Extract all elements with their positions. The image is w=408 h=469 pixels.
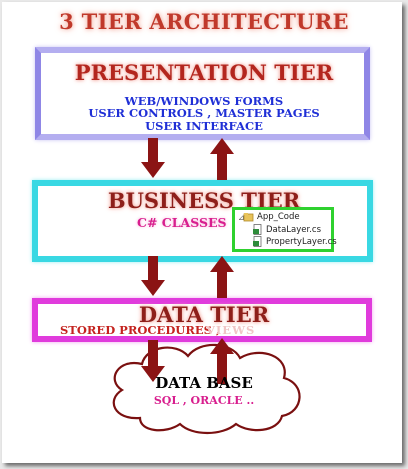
presentation-line-controls: USER CONTROLS , MASTER PAGES — [88, 106, 320, 120]
up-arrow-icon — [210, 138, 234, 180]
up-arrow-icon — [210, 256, 234, 298]
business-tier-subtitle: C# CLASSES — [137, 215, 227, 230]
csharp-file-icon — [253, 236, 262, 247]
diagram-title: 3 TIER ARCHITECTURE — [59, 9, 349, 34]
csharp-file-icon — [253, 224, 262, 235]
presentation-tier-title: PRESENTATION TIER — [74, 60, 334, 85]
database-title: DATA BASE — [155, 374, 253, 392]
datalayer-file-label: DataLayer.cs — [266, 224, 322, 235]
data-tier-title: DATA TIER — [138, 302, 270, 327]
presentation-line-forms: WEB/WINDOWS FORMS — [124, 94, 284, 108]
up-arrow-icon — [210, 338, 234, 384]
folder-icon: ⊿ — [238, 213, 254, 222]
data-tier-faded-text: VIEWS — [206, 323, 256, 337]
presentation-tier-box — [35, 47, 370, 140]
app-code-panel: ⊿ App_Code DataLayer.cs PropertyLayer.cs — [232, 207, 337, 252]
propertylayer-file-row: PropertyLayer.cs — [253, 236, 337, 247]
down-arrow-icon — [141, 256, 165, 296]
database-subtitle: SQL , ORACLE .. — [153, 394, 255, 407]
presentation-line-ui: USER INTERFACE — [145, 119, 263, 133]
data-tier-box — [32, 298, 372, 342]
app-code-folder-row: ⊿ App_Code — [238, 212, 300, 222]
down-arrow-icon — [141, 138, 165, 178]
app-code-folder-label: App_Code — [257, 212, 300, 222]
svg-text:⊿: ⊿ — [238, 213, 245, 222]
down-arrow-icon — [141, 340, 165, 382]
propertylayer-file-label: PropertyLayer.cs — [266, 236, 337, 247]
business-tier-title: BUSINESS TIER — [107, 188, 301, 213]
datalayer-file-row: DataLayer.cs — [253, 224, 321, 235]
data-tier-subtitle: STORED PROCEDURES , — [60, 323, 220, 337]
